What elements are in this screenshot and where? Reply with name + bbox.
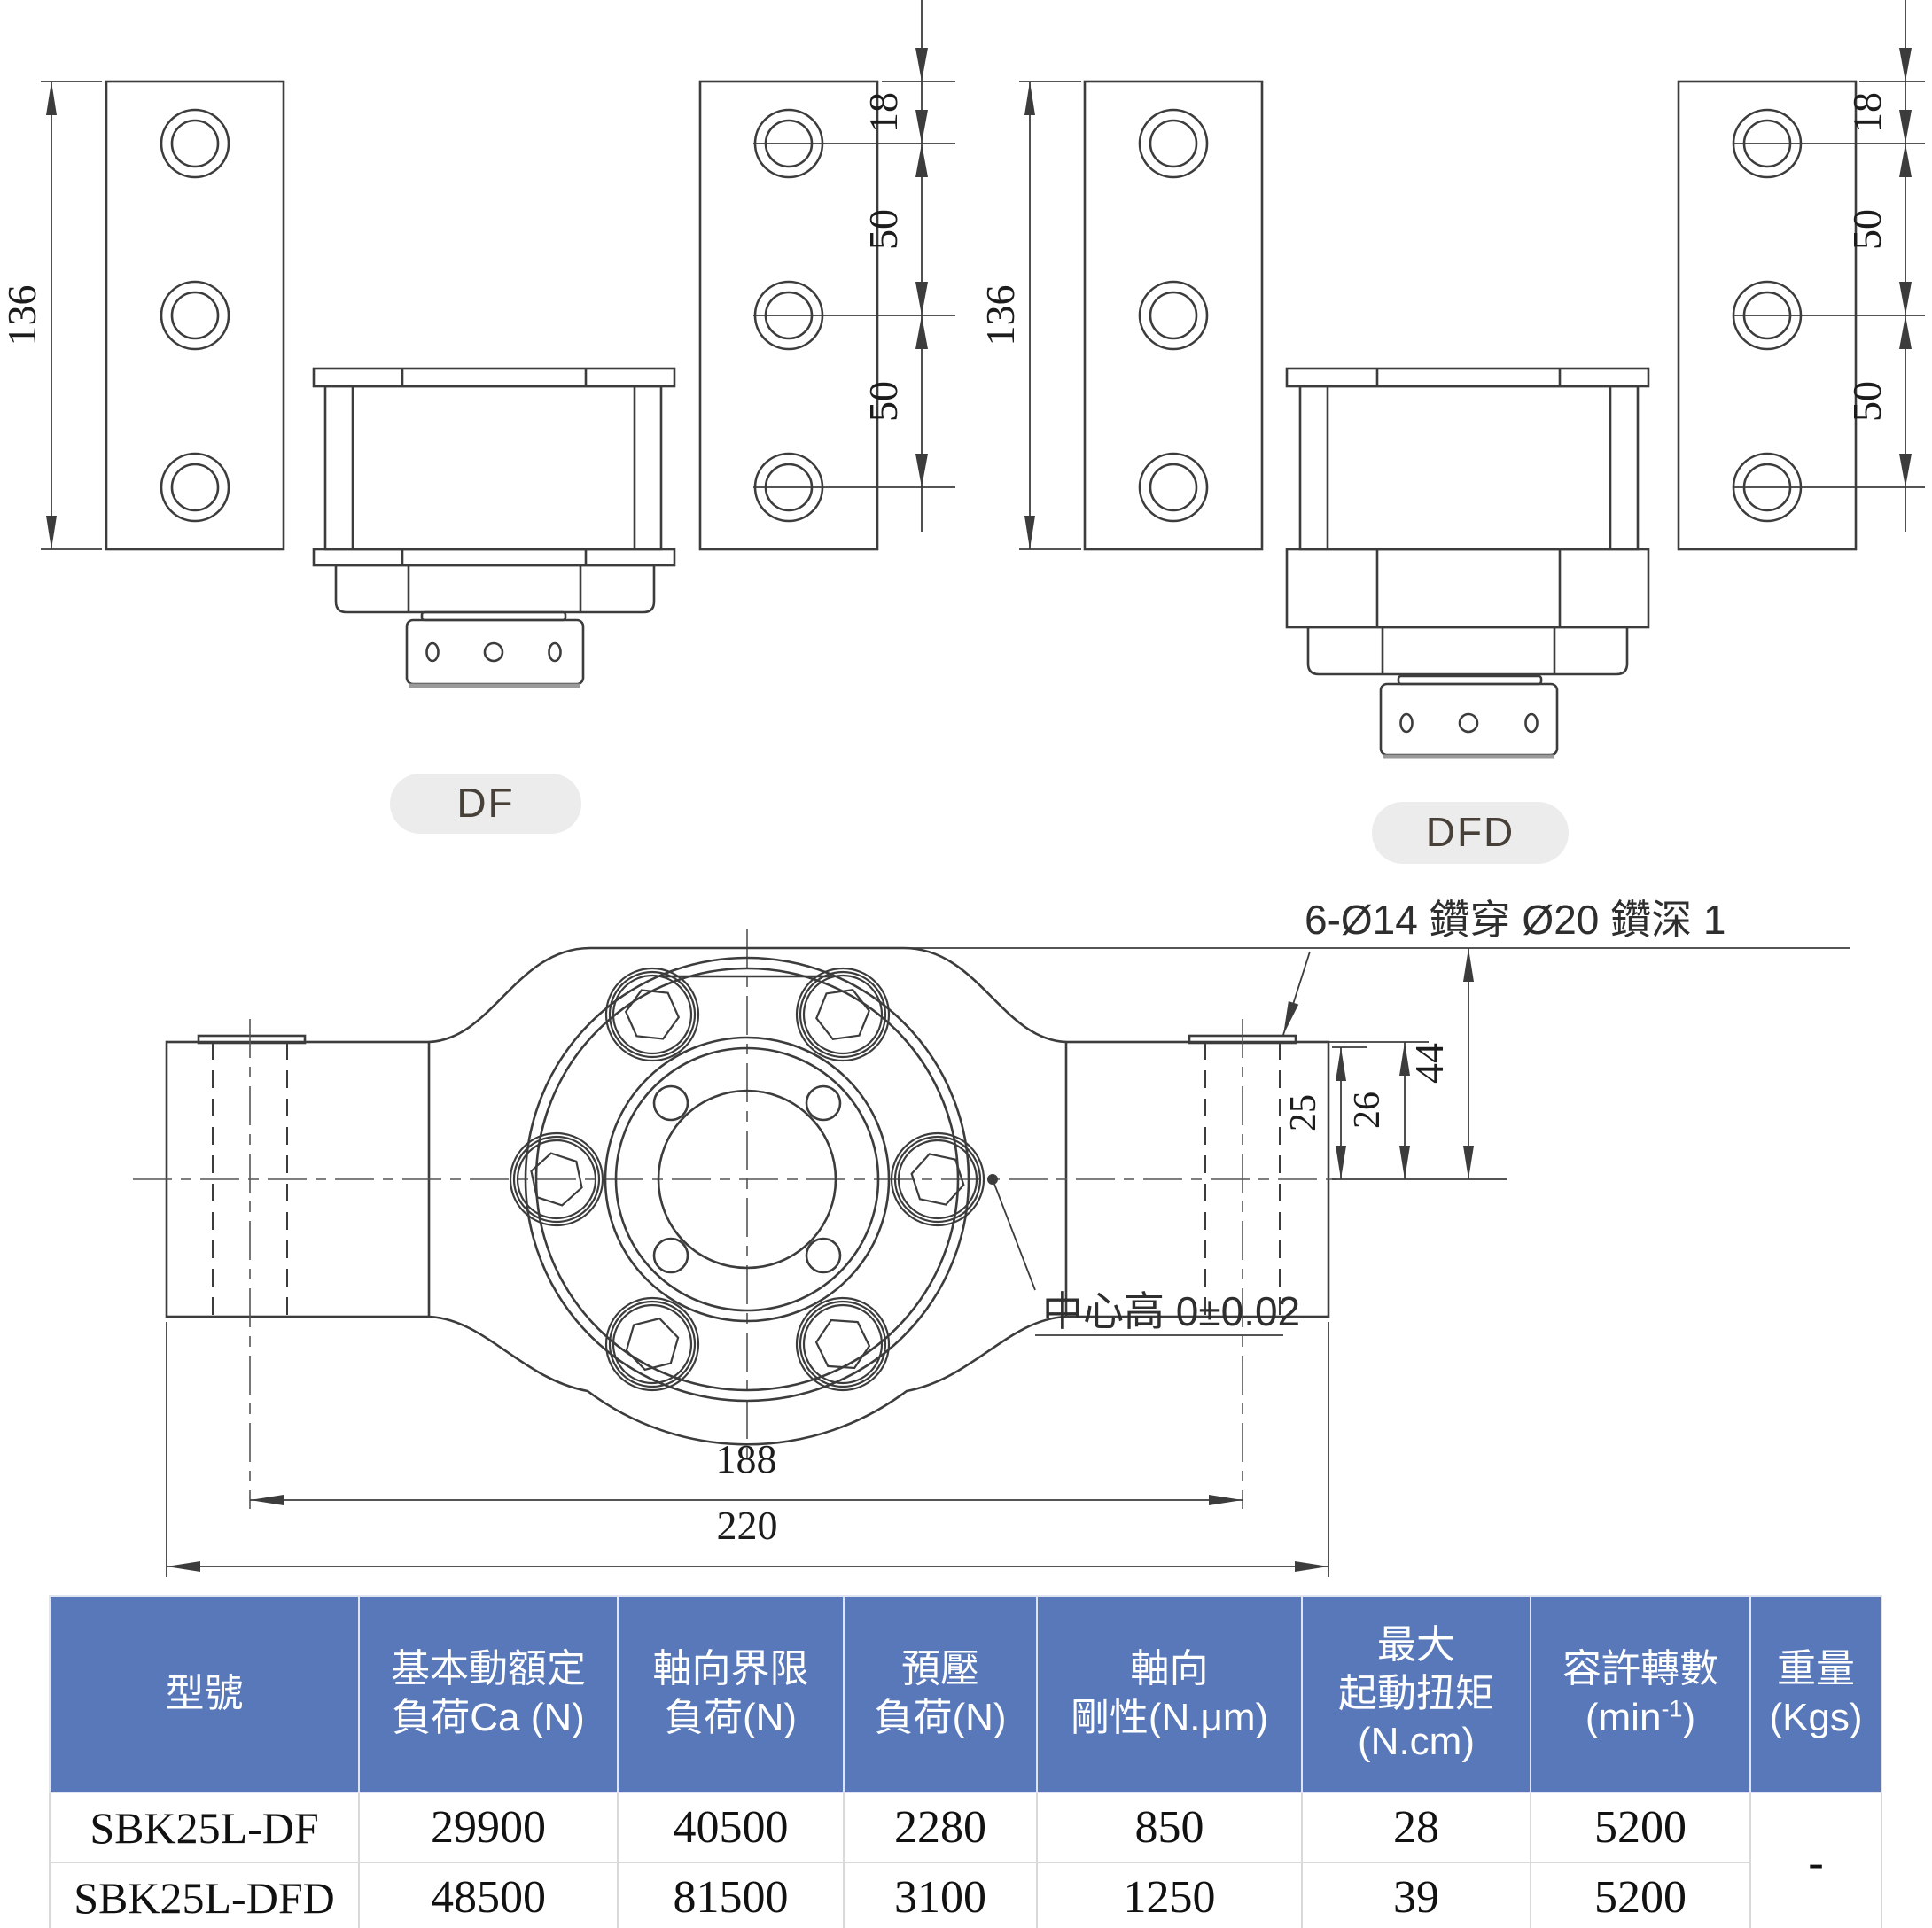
plan-dim-lines	[167, 948, 1474, 1572]
df-dim-136	[41, 81, 102, 550]
hex-bolts	[509, 967, 985, 1392]
table-row-df: SBK25L-DF 29900 40500 2280 850 28 5200 -	[49, 1792, 1882, 1928]
col-header-preload: 預壓負荷(N)	[843, 1595, 1038, 1793]
dfd-label: DFD	[1426, 809, 1515, 855]
cell-speed-df: 5200	[1530, 1792, 1751, 1863]
drill-hidden-lines	[212, 1042, 1281, 1317]
cell-rigidity-df: 850	[1036, 1792, 1303, 1863]
dfd-dim-50b: 50	[1844, 381, 1889, 422]
plan-dim-25: 25	[1283, 1094, 1324, 1131]
df-dim-18: 18	[861, 92, 906, 133]
dfd-dim-136	[1019, 81, 1081, 550]
plan-extension-lines	[166, 947, 1850, 1577]
plan-dim-220: 220	[717, 1503, 778, 1548]
cell-weight-merged: -	[1749, 1792, 1882, 1928]
cell-speed-dfd: 5200	[1530, 1862, 1751, 1928]
col-header-ca: 基本動額定負荷Ca (N)	[358, 1595, 619, 1793]
plan-view: 188 220 25 26 44 6-Ø14 鑽穿 Ø20 鑽深 1 中心高 0…	[133, 897, 1850, 1577]
dfd-front-view: 136 18 50 50	[978, 0, 1925, 759]
dfd-dim-chain	[1733, 0, 1925, 532]
cell-ca-df: 29900	[358, 1792, 619, 1863]
plan-dim-44: 44	[1406, 1043, 1452, 1084]
dfd-dim-height: 136	[978, 285, 1023, 346]
df-dim-height: 136	[0, 285, 44, 346]
header-row: 型號 基本動額定負荷Ca (N) 軸向界限負荷(N) 預壓負荷(N) 軸向剛性(…	[49, 1595, 1882, 1793]
drill-note-leader	[1282, 951, 1311, 1036]
spec-table: 型號 基本動額定負荷Ca (N) 軸向界限負荷(N) 預壓負荷(N) 軸向剛性(…	[49, 1595, 1882, 1928]
df-plate-holes	[160, 108, 824, 523]
col-header-model: 型號	[49, 1595, 360, 1793]
df-front-view: 136 18 50 50	[0, 0, 955, 688]
cell-rigidity-dfd: 1250	[1036, 1862, 1303, 1928]
col-header-axial-limit: 軸向界限負荷(N)	[617, 1595, 845, 1793]
cell-preload-df: 2280	[843, 1792, 1038, 1863]
technical-drawing: 136 18 50 50 DF	[0, 0, 1925, 1577]
table-row-dfd: SBK25L-DFD 48500 81500 3100 1250 39 5200	[49, 1862, 1881, 1928]
plan-dim-188: 188	[716, 1436, 777, 1481]
cell-ca-dfd: 48500	[358, 1862, 619, 1928]
center-note: 中心高 0±0.02	[1042, 1288, 1300, 1334]
cell-torque-dfd: 39	[1301, 1862, 1531, 1928]
centerlines	[133, 929, 1345, 1509]
df-housing	[312, 367, 676, 688]
df-dim-50b: 50	[861, 381, 906, 422]
df-dim-chain	[753, 0, 955, 532]
dfd-dim-18: 18	[1844, 92, 1889, 133]
col-header-torque: 最大起動扭矩(N.cm)	[1301, 1595, 1531, 1793]
cell-axial-limit-df: 40500	[617, 1792, 845, 1863]
dfd-dim-50a: 50	[1844, 209, 1889, 250]
cell-model-df: SBK25L-DF	[49, 1792, 360, 1863]
dfd-housing	[1285, 367, 1650, 759]
drill-note: 6-Ø14 鑽穿 Ø20 鑽深 1	[1305, 897, 1726, 943]
col-header-rigidity: 軸向剛性(N.μm)	[1036, 1595, 1303, 1793]
cell-model-dfd: SBK25L-DFD	[49, 1862, 360, 1928]
cell-torque-df: 28	[1301, 1792, 1531, 1863]
plan-dim-26: 26	[1347, 1092, 1388, 1129]
cell-preload-dfd: 3100	[843, 1862, 1038, 1928]
df-dim-50a: 50	[861, 209, 906, 250]
cell-axial-limit-dfd: 81500	[617, 1862, 845, 1928]
col-header-weight: 重量(Kgs)	[1749, 1595, 1882, 1793]
df-label-pill: DF	[390, 774, 581, 834]
dfd-plate-holes	[1138, 108, 1803, 523]
center-note-leader	[987, 1174, 1283, 1336]
dfd-label-pill: DFD	[1372, 802, 1569, 864]
col-header-speed: 容許轉數 (min-1)	[1530, 1595, 1751, 1793]
df-label: DF	[456, 780, 514, 826]
